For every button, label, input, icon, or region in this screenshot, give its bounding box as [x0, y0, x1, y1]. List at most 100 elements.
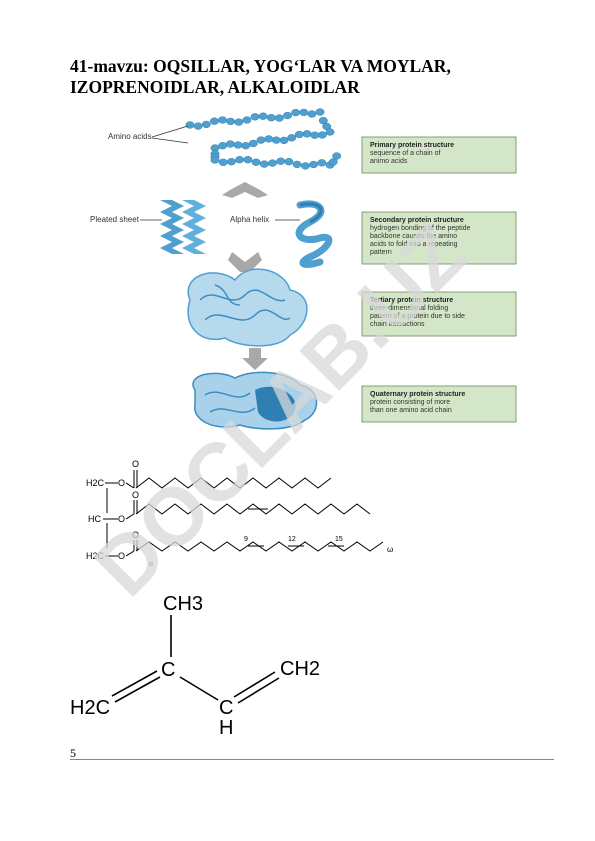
- position-12: 12: [288, 536, 296, 543]
- protein-structure-figure: Amino acids Pleated sheet Alpha helix: [90, 108, 517, 430]
- tertiary-structure-icon: [187, 268, 308, 347]
- amino-acid-bead: [218, 116, 227, 124]
- amino-acid-bead: [242, 116, 252, 124]
- amino-acid-bead: [307, 110, 317, 118]
- amino-acid-bead: [315, 108, 325, 116]
- amino-acid-bead: [218, 142, 228, 150]
- amino-acid-bead: [256, 136, 266, 144]
- amino-acid-bead: [332, 152, 342, 160]
- amino-acid-bead: [317, 131, 327, 139]
- arrow-merge-icon: [222, 182, 268, 198]
- amino-acid-bead: [325, 128, 335, 136]
- structure-box-title: Quaternary protein structure: [370, 391, 465, 398]
- amino-acid-bead: [309, 160, 319, 169]
- title-line-2: IZOPRENOIDLAR, ALKALOIDLAR: [70, 77, 360, 97]
- amino-acid-bead: [292, 160, 302, 169]
- structure-box-line: chain interactions: [370, 321, 425, 328]
- glycerol-h2c-top: H2C: [86, 478, 105, 488]
- position-15: 15: [335, 536, 343, 543]
- page-number: 5: [70, 746, 76, 760]
- amino-acid-bead: [317, 159, 327, 167]
- glycerol-hc: HC: [88, 514, 101, 524]
- amino-acid-bead: [283, 111, 292, 120]
- carbonyl-o-3: O: [132, 530, 139, 540]
- amino-acid-bead: [250, 113, 260, 121]
- pleated-sheet-label: Pleated sheet: [90, 215, 140, 224]
- isoprene-h2c: H2C: [70, 697, 110, 719]
- ester-o-2: O: [118, 514, 125, 524]
- amino-acid-bead: [243, 156, 253, 164]
- omega-label: ω: [387, 545, 393, 554]
- carbonyl-o-2: O: [132, 490, 139, 500]
- amino-acid-bead: [258, 112, 268, 120]
- amino-acid-bead: [266, 114, 276, 122]
- structure-box: [361, 291, 517, 337]
- amino-acid-bead: [185, 121, 195, 129]
- ester-o-1: O: [118, 478, 125, 488]
- amino-acid-bead: [291, 108, 301, 117]
- structure-box-line: pattern: [370, 249, 392, 256]
- structure-box-line: than one amino acid chain: [370, 407, 452, 414]
- structure-box-line: animo acids: [370, 158, 408, 165]
- structure-box-line: hydrogen bonding of the peptide: [370, 225, 471, 232]
- amino-acid-bead: [274, 114, 284, 122]
- amino-acid-bead: [235, 156, 245, 164]
- amino-acids-pointer-2: [151, 137, 189, 144]
- amino-acid-bead: [300, 162, 310, 170]
- structure-box-title: Tertiary protein structure: [370, 297, 453, 304]
- amino-acid-bead: [302, 130, 312, 138]
- isoprene-structure: CH3 C H2C C H CH2: [70, 593, 320, 739]
- amino-acid-bead: [193, 122, 203, 130]
- structure-box-line: three-dimensional folding: [370, 305, 448, 312]
- structure-box: [361, 136, 517, 174]
- structure-box-line: acids to fold into a repeating: [370, 241, 458, 248]
- title-line-1: 41-mavzu: OQSILLAR, YOG‘LAR VA MOYLAR,: [70, 56, 451, 76]
- structure-box-line: pattern of a protein due to side: [370, 313, 465, 320]
- amino-acid-bead: [234, 118, 244, 126]
- isoprene-ch2: CH2: [280, 658, 320, 680]
- amino-acid-bead: [271, 136, 281, 144]
- amino-acid-chain: [185, 108, 342, 170]
- amino-acid-bead: [294, 130, 304, 139]
- footer-divider: [70, 759, 554, 760]
- amino-acid-bead: [251, 158, 261, 166]
- amino-acid-bead: [210, 156, 220, 164]
- position-9: 9: [244, 536, 248, 543]
- structure-box-line: backbone causes the amino: [370, 233, 457, 240]
- amino-acid-bead: [233, 141, 243, 149]
- arrow-down-icon: [228, 252, 262, 272]
- structure-box-line: sequence of a chain of: [370, 150, 440, 157]
- structure-box-line: protein consisting of more: [370, 399, 450, 406]
- amino-acid-bead: [287, 134, 297, 142]
- amino-acid-bead: [218, 158, 228, 166]
- amino-acid-bead: [248, 139, 258, 148]
- amino-acid-bead: [310, 131, 320, 139]
- amino-acids-label: Amino acids: [108, 132, 152, 141]
- amino-acid-bead: [276, 157, 286, 165]
- alpha-helix-icon: [295, 200, 333, 268]
- page-title: 41-mavzu: OQSILLAR, YOG‘LAR VA MOYLAR, I…: [70, 56, 540, 98]
- pleated-sheet-icon: [160, 200, 206, 254]
- amino-acid-bead: [226, 117, 236, 126]
- arrow-down-icon-2: [242, 348, 268, 370]
- isoprene-h: H: [219, 717, 233, 739]
- amino-acid-bead: [226, 158, 236, 166]
- structure-box-title: Secondary protein structure: [370, 217, 464, 224]
- alpha-helix-label: Alpha helix: [230, 215, 269, 224]
- amino-acid-bead: [284, 158, 294, 166]
- amino-acid-bead: [209, 117, 219, 125]
- structure-box: [361, 385, 517, 423]
- amino-acid-bead: [225, 140, 235, 148]
- carbonyl-o-1: O: [132, 459, 139, 469]
- fatty-acid-chain-saturated: [135, 477, 332, 489]
- fatty-acid-chain-monounsaturated: [135, 503, 371, 515]
- amino-acids-pointer: [151, 125, 189, 138]
- structure-box-title: Primary protein structure: [370, 142, 454, 149]
- amino-acid-bead: [201, 120, 211, 129]
- amino-acid-bead: [241, 142, 251, 150]
- structure-box: [361, 211, 517, 265]
- alpha-label: α: [149, 561, 153, 568]
- triglyceride-structure: H2C HC H2C O O O O O O 9 12 15 α ω: [86, 459, 393, 568]
